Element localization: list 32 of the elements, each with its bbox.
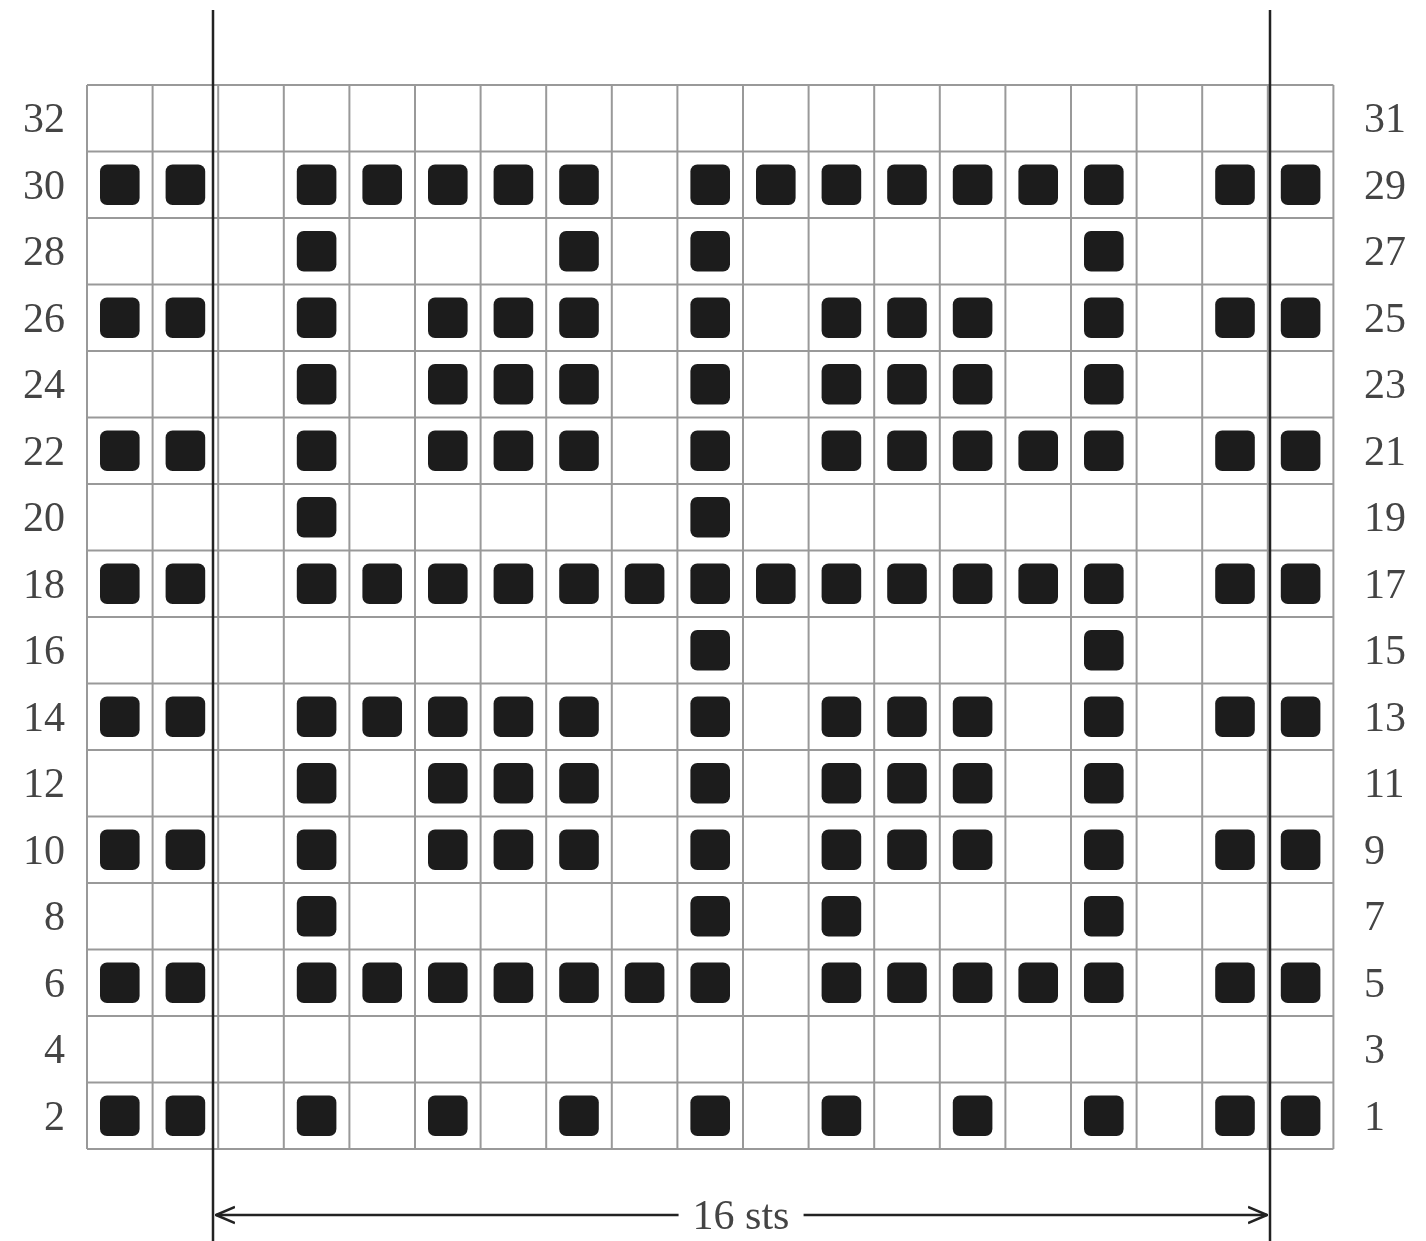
row-number: 17: [1364, 562, 1406, 605]
row-number: 13: [1364, 695, 1406, 738]
row-number: 24: [23, 363, 65, 406]
row-number: 9: [1364, 828, 1385, 871]
row-number: 26: [23, 296, 65, 339]
row-number: 7: [1364, 895, 1385, 938]
row-number: 27: [1364, 230, 1406, 273]
row-number: 5: [1364, 961, 1385, 1004]
row-number: 31: [1364, 97, 1406, 140]
row-number: 16: [23, 629, 65, 672]
row-number: 12: [23, 762, 65, 805]
row-number: 21: [1364, 429, 1406, 472]
row-number: 1: [1364, 1094, 1385, 1137]
row-number: 19: [1364, 496, 1406, 539]
row-number: 3: [1364, 1028, 1385, 1071]
row-number: 2: [44, 1094, 65, 1137]
row-number: 20: [23, 496, 65, 539]
row-number: 15: [1364, 629, 1406, 672]
row-number: 6: [44, 961, 65, 1004]
row-number: 14: [23, 695, 65, 738]
row-number: 10: [23, 828, 65, 871]
row-number: 18: [23, 562, 65, 605]
row-number: 4: [44, 1028, 65, 1071]
row-number: 22: [23, 429, 65, 472]
row-number: 28: [23, 230, 65, 273]
row-number: 30: [23, 163, 65, 206]
row-number: 8: [44, 895, 65, 938]
row-number: 25: [1364, 296, 1406, 339]
row-number: 11: [1364, 762, 1405, 805]
row-number: 23: [1364, 363, 1406, 406]
row-number: 29: [1364, 163, 1406, 206]
row-number: 32: [23, 97, 65, 140]
